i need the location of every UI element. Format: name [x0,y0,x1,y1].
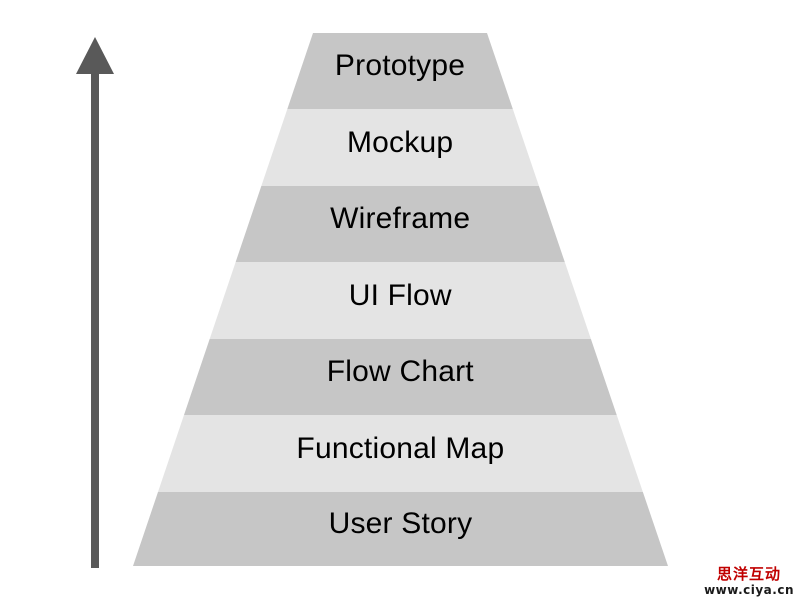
up-arrow-svg [76,37,114,568]
watermark: 思洋互动 www.ciya.cn [704,565,794,597]
pyramid-band[interactable] [157,415,643,492]
watermark-brand: 思洋互动 [717,565,782,583]
pyramid-band[interactable] [183,339,617,415]
pyramid-band[interactable] [209,262,591,339]
pyramid-band[interactable] [287,33,513,109]
watermark-url: www.ciya.cn [704,583,794,597]
pyramid-band[interactable] [235,186,565,262]
up-arrow-icon [70,30,120,575]
pyramid-band[interactable] [261,109,539,186]
pyramid-band[interactable] [133,492,668,566]
arrow-shape [76,37,114,568]
